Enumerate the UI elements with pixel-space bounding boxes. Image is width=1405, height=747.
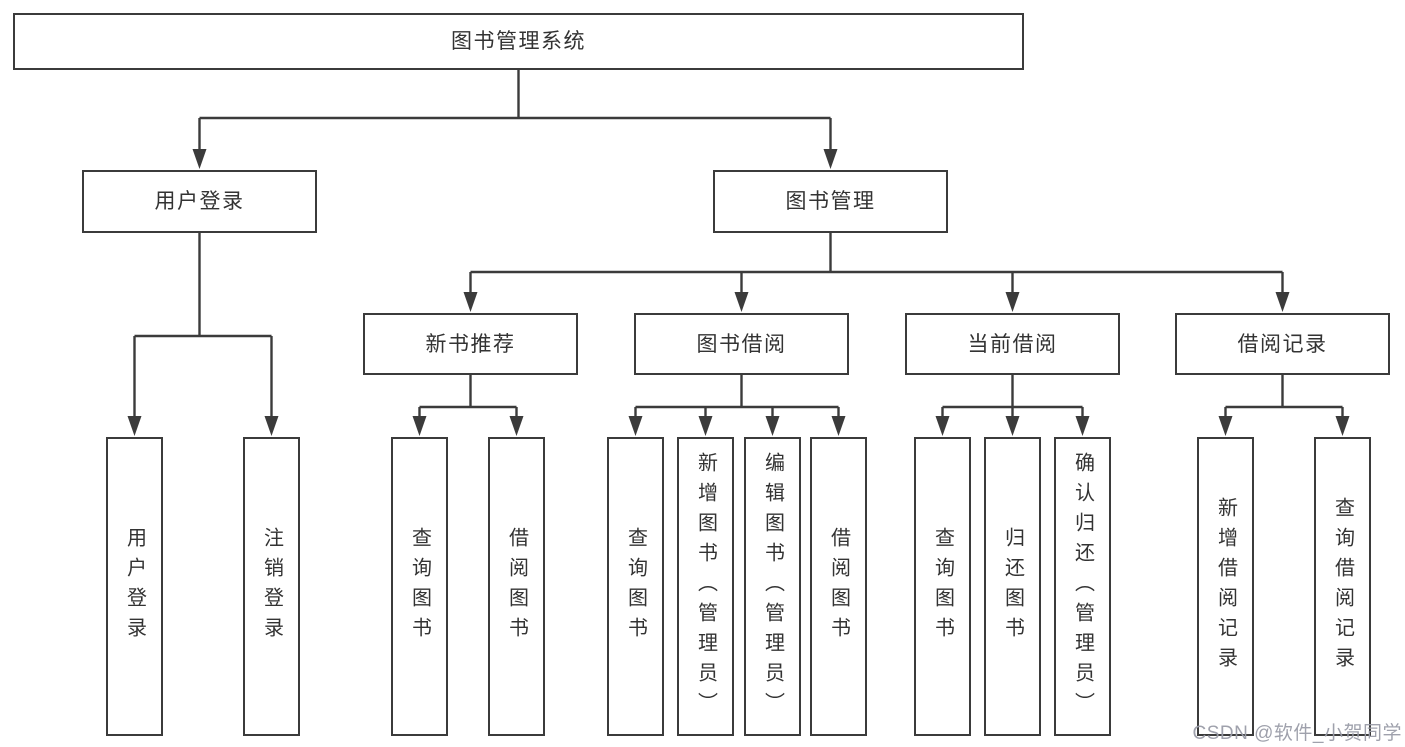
node-borrowing-records-label: 借阅记录 <box>1237 332 1328 356</box>
connector-currentborrow-to-leaves <box>941 375 1084 419</box>
node-current-borrowing-label: 当前借阅 <box>967 332 1058 356</box>
node-root: 图书管理系统 <box>13 13 1024 70</box>
leaf-bb-query-books-label: 查询图书 <box>624 526 647 647</box>
leaf-cb-return-books: 归还图书 <box>984 437 1041 736</box>
node-root-label: 图书管理系统 <box>451 30 586 53</box>
leaf-rec-borrow-books: 借阅图书 <box>488 437 545 736</box>
arrow-down-icon <box>823 149 838 169</box>
connector-bookmgmt-to-level3 <box>469 233 1284 295</box>
connector-bookborrow-to-leaves <box>634 375 840 419</box>
arrow-down-icon <box>463 292 478 312</box>
connector-borrowrecord-to-leaves <box>1224 375 1344 419</box>
arrowheads <box>127 149 1350 436</box>
leaf-logout: 注销登录 <box>243 437 300 736</box>
leaf-cb-return-books-label: 归还图书 <box>1001 526 1024 647</box>
arrow-down-icon <box>765 416 780 436</box>
csdn-watermark: CSDN @软件_小贺同学 <box>1192 723 1402 744</box>
arrow-down-icon <box>264 416 279 436</box>
leaf-bb-edit-books-admin-label: 编辑图书（管理员） <box>761 451 784 722</box>
arrow-down-icon <box>127 416 142 436</box>
node-new-book-recommend: 新书推荐 <box>363 313 578 375</box>
leaf-bb-borrow-books: 借阅图书 <box>810 437 867 736</box>
leaf-rec-borrow-books-label: 借阅图书 <box>505 526 528 647</box>
node-book-borrowing: 图书借阅 <box>634 313 849 375</box>
leaf-br-add-record-label: 新增借阅记录 <box>1214 496 1237 677</box>
leaf-rec-query-books-label: 查询图书 <box>408 526 431 647</box>
leaf-user-login: 用户登录 <box>106 437 163 736</box>
node-book-management-label: 图书管理 <box>785 190 876 213</box>
connector-userlogin-to-leaves <box>133 233 273 419</box>
leaf-cb-query-books: 查询图书 <box>914 437 971 736</box>
node-current-borrowing: 当前借阅 <box>905 313 1120 375</box>
leaf-br-query-record: 查询借阅记录 <box>1314 437 1371 736</box>
arrow-down-icon <box>1218 416 1233 436</box>
leaf-user-login-label: 用户登录 <box>123 526 146 647</box>
arrow-down-icon <box>412 416 427 436</box>
connector-newbookrec-to-leaves <box>418 375 518 419</box>
leaf-bb-edit-books-admin: 编辑图书（管理员） <box>744 437 801 736</box>
arrow-down-icon <box>1005 416 1020 436</box>
leaf-cb-confirm-return-admin: 确认归还（管理员） <box>1054 437 1111 736</box>
arrow-down-icon <box>509 416 524 436</box>
arrow-down-icon <box>698 416 713 436</box>
node-new-book-recommend-label: 新书推荐 <box>425 332 516 356</box>
leaf-cb-query-books-label: 查询图书 <box>931 526 954 647</box>
leaf-bb-borrow-books-label: 借阅图书 <box>827 526 850 647</box>
leaf-bb-add-books-admin: 新增图书（管理员） <box>677 437 734 736</box>
arrow-down-icon <box>831 416 846 436</box>
leaf-br-query-record-label: 查询借阅记录 <box>1331 496 1354 677</box>
arrow-down-icon <box>1275 292 1290 312</box>
node-book-management: 图书管理 <box>713 170 948 233</box>
node-user-login: 用户登录 <box>82 170 317 233</box>
arrow-down-icon <box>1005 292 1020 312</box>
arrow-down-icon <box>734 292 749 312</box>
arrow-down-icon <box>1335 416 1350 436</box>
leaf-logout-label: 注销登录 <box>260 526 283 647</box>
node-book-borrowing-label: 图书借阅 <box>696 332 787 356</box>
node-user-login-label: 用户登录 <box>154 190 245 213</box>
arrow-down-icon <box>628 416 643 436</box>
leaf-rec-query-books: 查询图书 <box>391 437 448 736</box>
arrow-down-icon <box>935 416 950 436</box>
connector-root-to-level2 <box>198 70 832 152</box>
node-borrowing-records: 借阅记录 <box>1175 313 1390 375</box>
leaf-bb-add-books-admin-label: 新增图书（管理员） <box>694 451 717 722</box>
leaf-cb-confirm-return-admin-label: 确认归还（管理员） <box>1071 451 1094 722</box>
leaf-br-add-record: 新增借阅记录 <box>1197 437 1254 736</box>
arrow-down-icon <box>192 149 207 169</box>
arrow-down-icon <box>1075 416 1090 436</box>
leaf-bb-query-books: 查询图书 <box>607 437 664 736</box>
